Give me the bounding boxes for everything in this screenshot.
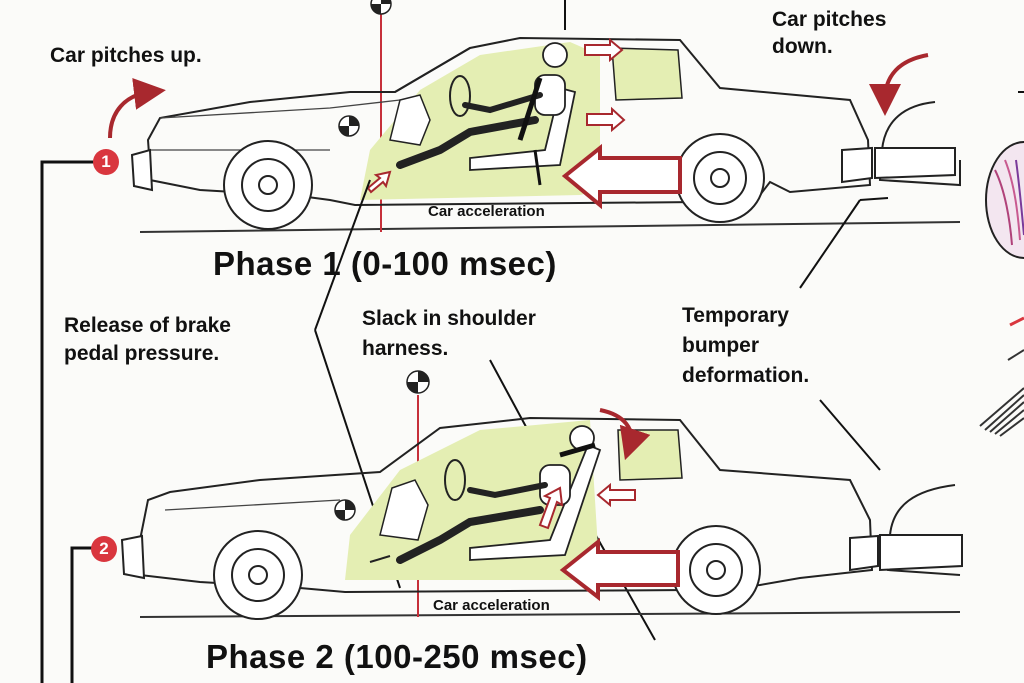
front-bumper-2 [120, 534, 146, 580]
label-pitch-down-line2: down. [772, 35, 833, 58]
title-phase-2: Phase 2 (100-250 msec) [206, 638, 588, 675]
label-bumper-line3: deformation. [682, 364, 810, 387]
rear-bumper-2 [849, 534, 879, 572]
dummy-head-1 [542, 42, 568, 68]
accel-arrow-1 [561, 143, 682, 210]
label-bumper-line1: Temporary [682, 304, 789, 327]
timeline-branch-2 [70, 546, 92, 683]
label-car-acceleration-2: Car acceleration [433, 597, 550, 614]
accel-arrow-2 [559, 537, 680, 602]
torso-motion-arrow-1 [586, 106, 626, 133]
label-pitch-up: Car pitches up. [50, 44, 202, 67]
car-body-2 [139, 416, 874, 594]
step-badge-1: 1 [93, 149, 119, 175]
label-brake-line1: Release of brake [64, 314, 231, 337]
torso-motion-arrow-2 [596, 482, 636, 508]
leader-bumper [799, 199, 861, 289]
front-bumper-1 [130, 148, 154, 192]
step-badge-2: 2 [91, 536, 117, 562]
rear-wheel-2 [671, 525, 761, 615]
title-phase-1: Phase 1 (0-100 msec) [213, 245, 557, 282]
label-car-acceleration-1: Car acceleration [428, 203, 545, 220]
label-slack-line1: Slack in shoulder [362, 307, 536, 330]
car-phase-2 [120, 370, 963, 620]
leader-brake [314, 179, 371, 331]
label-brake-line2: pedal pressure. [64, 342, 220, 365]
label-bumper-line2: bumper [682, 334, 760, 357]
label-pitch-down-line1: Car pitches [772, 8, 887, 31]
head-motion-arrow-1 [584, 37, 624, 63]
car-body-1 [146, 36, 872, 207]
timeline-connector [40, 160, 94, 683]
edge-illustration [979, 91, 1024, 437]
pitch-down-arrow [869, 53, 929, 116]
pitch-up-arrow [108, 78, 166, 139]
front-wheel-1 [223, 140, 313, 230]
rear-window-fill-1 [611, 47, 683, 101]
label-slack-line2: harness. [362, 337, 449, 360]
head-rebound-arrow [599, 408, 651, 461]
ground-line-2 [139, 611, 961, 618]
rear-bumper-1 [841, 146, 873, 184]
ground-line-1 [139, 221, 961, 233]
rear-wheel-1 [675, 133, 765, 223]
cabin-fill-2 [345, 420, 600, 580]
car-phase-1 [108, 0, 961, 233]
front-wheel-2 [213, 530, 303, 620]
rear-window-fill-2 [617, 429, 683, 481]
